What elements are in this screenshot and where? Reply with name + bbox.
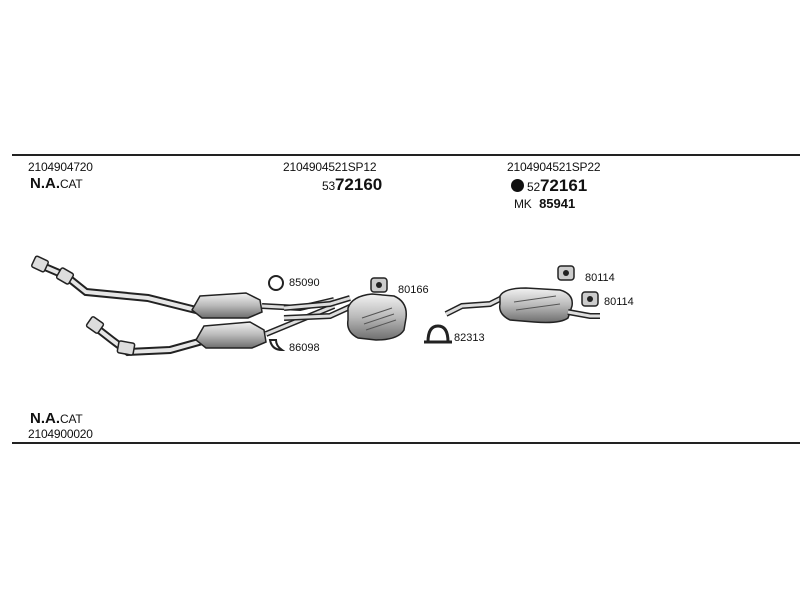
hanger-center-icon [370,277,388,293]
middle-muffler-number: 5372160 [322,175,382,195]
kit-prefix: MK [514,197,532,211]
middle-prefix: 53 [322,179,335,193]
hanger-rear-top-icon [557,265,575,281]
sealing-ring-icon [268,275,284,291]
front-cat-label: N.A.CAT [30,175,83,193]
rear-prefix: 52 [527,180,540,194]
top-divider [12,154,800,156]
part-number-rear: 2104904521SP22 [507,160,601,174]
bullet-icon [511,179,524,192]
rear-muffler-number: 5272161 [511,176,587,196]
footer-part-number: 2104900020 [28,427,93,441]
label-hanger-rear-top: 80114 [585,272,615,284]
label-ring-bottom: 86098 [289,342,320,354]
label-hanger-center: 80166 [398,284,429,296]
middle-main-number: 72160 [334,175,383,194]
center-twin-pipes [283,295,354,321]
front-pipe-upper [31,255,205,316]
sealing-ring-lower-icon [268,339,286,352]
front-pipe-lower [85,316,208,357]
footer-cat-label: N.A.CAT [30,410,83,428]
footer-cat-prefix: N.A. [30,410,60,427]
label-ring-top: 85090 [289,277,320,289]
hanger-rear-bottom-icon [581,291,599,307]
center-muffler [346,293,407,341]
footer-cat-suffix: CAT [60,412,83,426]
label-hanger-rear-bottom: 80114 [604,296,634,308]
rear-muffler [498,287,600,324]
cat-suffix: CAT [60,177,83,191]
kit-number: 85941 [539,196,576,211]
bottom-divider [12,442,800,444]
clamp-icon [424,324,452,344]
rear-intermediate-pipe [444,293,508,317]
rear-main-number: 72161 [539,176,588,195]
label-clamp: 82313 [454,332,485,344]
cat-prefix: N.A. [30,175,60,192]
part-number-middle: 2104904521SP12 [283,160,377,174]
mounting-kit: MK 85941 [514,195,575,213]
part-number-front: 2104904720 [28,160,93,174]
